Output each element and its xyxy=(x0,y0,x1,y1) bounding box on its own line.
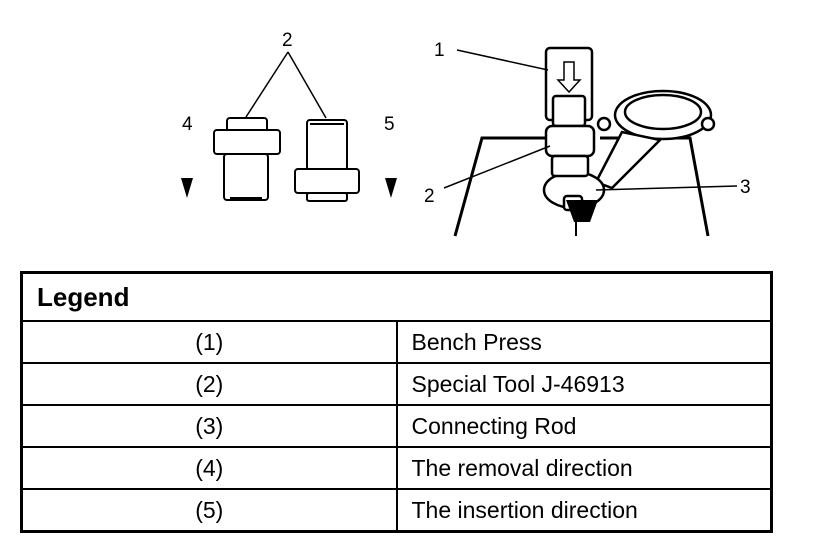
legend-title: Legend xyxy=(21,272,772,322)
legend-row-number: (4) xyxy=(21,446,398,489)
legend-row-description: Bench Press xyxy=(396,320,772,363)
tool-removal-orientation xyxy=(213,117,281,201)
callout-1: 1 xyxy=(434,40,445,61)
callout-2-top: 2 xyxy=(282,30,293,51)
leader-lines-2 xyxy=(245,51,327,119)
legend-row-number: (5) xyxy=(21,488,398,532)
legend-row: (1) Bench Press xyxy=(21,320,772,363)
bench-press-setup xyxy=(453,46,716,237)
arrow-down-icon xyxy=(385,178,397,198)
legend-row-description: Special Tool J-46913 xyxy=(396,362,772,405)
callout-2-right: 2 xyxy=(424,186,435,207)
legend-row-number: (3) xyxy=(21,404,398,447)
callout-5: 5 xyxy=(384,114,395,135)
callout-4: 4 xyxy=(182,114,193,135)
press-arrow-icon xyxy=(556,61,582,94)
legend-row: (3) Connecting Rod xyxy=(21,404,772,447)
legend-table: Legend (1) Bench Press (2) Special Tool … xyxy=(20,271,773,533)
callout-3: 3 xyxy=(740,177,751,198)
arrow-down-icon xyxy=(181,178,193,198)
tool-insertion-orientation xyxy=(294,119,360,202)
legend-row: (2) Special Tool J-46913 xyxy=(21,362,772,405)
special-tool-installed xyxy=(544,124,596,178)
legend-row-description: The removal direction xyxy=(396,446,772,489)
legend-row: (4) The removal direction xyxy=(21,446,772,489)
legend-row-description: Connecting Rod xyxy=(396,404,772,447)
legend-header-row: Legend xyxy=(21,272,772,322)
legend-row-number: (2) xyxy=(21,362,398,405)
leader-lines-right xyxy=(443,49,738,191)
tool-views xyxy=(213,51,360,202)
legend-row: (5) The insertion direction xyxy=(21,488,772,532)
connecting-rod xyxy=(542,89,716,210)
legend-row-number: (1) xyxy=(21,320,398,363)
legend-row-description: The insertion direction xyxy=(396,488,772,532)
press-illustration: 2 4 5 1 xyxy=(181,30,751,237)
